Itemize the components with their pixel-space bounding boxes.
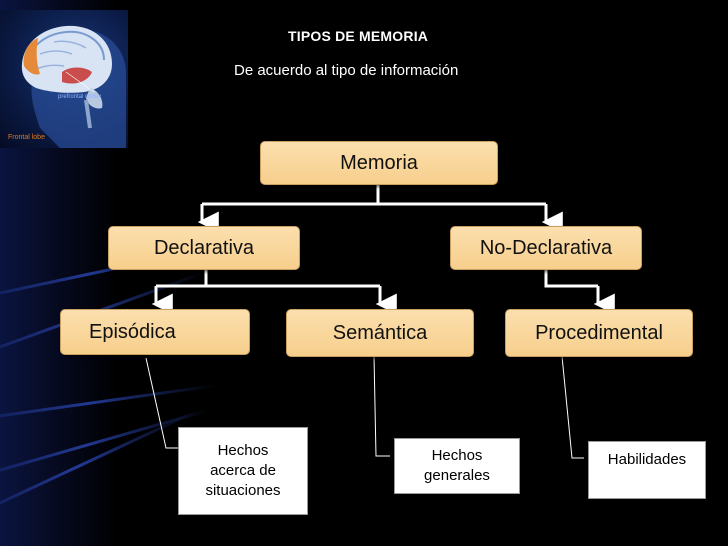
slide-subtitle: De acuerdo al tipo de información	[234, 62, 459, 79]
callout-line-procedimental	[561, 355, 584, 459]
note-episodica: Hechos acerca de situaciones	[178, 427, 308, 515]
note-episodica-line3: situaciones	[205, 482, 281, 499]
node-semantica: Semántica	[286, 309, 474, 357]
callout-line-episodica	[145, 357, 180, 449]
slide-title: TIPOS DE MEMORIA	[288, 28, 429, 44]
brain-illustration	[21, 25, 127, 148]
node-procedimental: Procedimental	[505, 309, 693, 357]
frontal-lobe-caption: Frontal lobe	[8, 134, 45, 141]
node-no-declarativa-label: No-Declarativa	[479, 236, 613, 259]
brain-caption: prefrontal cortex	[58, 94, 102, 100]
node-semantica-label: Semántica	[332, 321, 428, 344]
callout-line-semantica	[373, 355, 390, 457]
node-declarativa: Declarativa	[108, 226, 300, 270]
node-no-declarativa: No-Declarativa	[450, 226, 642, 270]
node-episodica: Episódica	[60, 309, 250, 355]
node-declarativa-label: Declarativa	[153, 236, 255, 259]
note-semantica-line2: generales	[424, 467, 490, 484]
note-semantica: Hechos generales	[394, 438, 520, 494]
note-semantica-line1: Hechos	[431, 447, 483, 464]
brain-image: prefrontal cortex Frontal lobe	[0, 10, 128, 148]
node-procedimental-label: Procedimental	[535, 321, 663, 344]
note-episodica-line2: acerca de	[210, 462, 276, 479]
note-procedimental: Habilidades	[588, 441, 706, 499]
node-episodica-label: Episódica	[89, 320, 176, 343]
node-memoria-label: Memoria	[340, 151, 418, 174]
node-memoria: Memoria	[260, 141, 498, 185]
note-procedimental-line1: Habilidades	[607, 451, 687, 468]
connector-no-declarativa	[544, 268, 598, 288]
note-episodica-line1: Hechos	[217, 442, 269, 459]
